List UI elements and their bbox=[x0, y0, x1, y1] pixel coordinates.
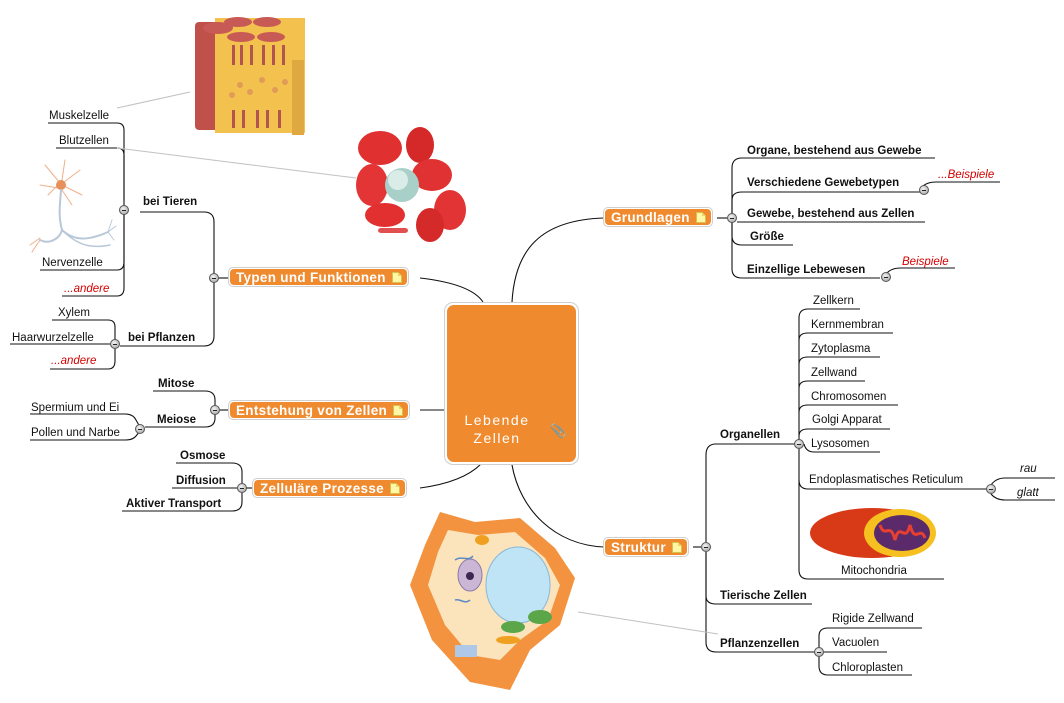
node-groesse[interactable]: Größe bbox=[750, 231, 784, 243]
collapse-organellen-button[interactable] bbox=[794, 439, 804, 449]
collapse-grundlagen-button[interactable] bbox=[727, 213, 737, 223]
note-icon[interactable] bbox=[391, 271, 402, 283]
link-beispiele-gewebetypen[interactable]: ...Beispiele bbox=[938, 169, 995, 181]
plant-cell-illustration bbox=[410, 512, 575, 690]
node-lysosomen[interactable]: Lysosomen bbox=[811, 438, 870, 450]
node-spermium-und-ei[interactable]: Spermium und Ei bbox=[31, 402, 120, 414]
node-muskelzelle[interactable]: Muskelzelle bbox=[49, 110, 110, 122]
connector-central-typen bbox=[419, 277, 484, 303]
node-kernmembran[interactable]: Kernmembran bbox=[811, 319, 884, 331]
central-topic-title: Lebende Zellen bbox=[464, 412, 530, 446]
node-xylem[interactable]: Xylem bbox=[58, 307, 90, 319]
node-diffusion[interactable]: Diffusion bbox=[176, 475, 226, 487]
topic-struktur[interactable]: Struktur bbox=[603, 537, 689, 557]
node-er-glatt[interactable]: glatt bbox=[1017, 487, 1039, 499]
collapse-meiose-button[interactable] bbox=[135, 424, 145, 434]
node-blutzellen[interactable]: Blutzellen bbox=[59, 135, 109, 147]
note-icon[interactable] bbox=[695, 211, 706, 223]
collapse-einzellige-button[interactable] bbox=[881, 272, 891, 282]
collapse-bei-pflanzen-button[interactable] bbox=[110, 339, 120, 349]
node-rigide-zellwand[interactable]: Rigide Zellwand bbox=[832, 613, 914, 625]
topic-entstehung-von-zellen[interactable]: Entstehung von Zellen bbox=[228, 400, 411, 420]
node-mitochondria[interactable]: Mitochondria bbox=[841, 565, 907, 577]
image-link-blood bbox=[116, 147, 357, 179]
node-bei-pflanzen[interactable]: bei Pflanzen bbox=[128, 332, 196, 344]
mitochondria-illustration bbox=[810, 508, 936, 558]
topic-label: Struktur bbox=[611, 539, 666, 555]
collapse-pflanzenzellen-button[interactable] bbox=[814, 647, 824, 657]
collapse-bei-tieren-button[interactable] bbox=[119, 205, 129, 215]
node-chromosomen[interactable]: Chromosomen bbox=[811, 391, 887, 403]
node-endoplasmatisches-reticulum[interactable]: Endoplasmatisches Reticulum bbox=[809, 474, 964, 486]
image-link-plant bbox=[577, 611, 719, 635]
node-gewebe[interactable]: Gewebe, bestehend aus Zellen bbox=[747, 208, 915, 220]
node-einzellige[interactable]: Einzellige Lebewesen bbox=[747, 264, 866, 276]
note-icon[interactable] bbox=[393, 404, 404, 416]
image-link-muscle bbox=[116, 91, 191, 109]
node-pollen-und-narbe[interactable]: Pollen und Narbe bbox=[31, 427, 120, 439]
link-andere-pflanzen[interactable]: ...andere bbox=[51, 355, 97, 367]
node-mitose[interactable]: Mitose bbox=[158, 378, 195, 390]
connector-central-struktur bbox=[511, 464, 605, 548]
node-tierische-zellen[interactable]: Tierische Zellen bbox=[720, 590, 807, 602]
topic-label: Zelluläre Prozesse bbox=[260, 480, 384, 496]
node-nervenzelle[interactable]: Nervenzelle bbox=[42, 257, 103, 269]
node-vacuolen[interactable]: Vacuolen bbox=[832, 637, 880, 649]
central-topic[interactable]: Lebende Zellen 📎 bbox=[444, 302, 579, 465]
neuron-illustration bbox=[29, 159, 117, 253]
collapse-er-button[interactable] bbox=[986, 484, 996, 494]
topic-grundlagen[interactable]: Grundlagen bbox=[603, 207, 713, 227]
node-osmose[interactable]: Osmose bbox=[180, 450, 226, 462]
topic-label: Typen und Funktionen bbox=[236, 269, 386, 285]
collapse-prozesse-button[interactable] bbox=[237, 483, 247, 493]
collapse-gewebetypen-button[interactable] bbox=[919, 185, 929, 195]
node-zytoplasma[interactable]: Zytoplasma bbox=[811, 343, 871, 355]
collapse-entstehung-button[interactable] bbox=[210, 405, 220, 415]
node-bei-tieren[interactable]: bei Tieren bbox=[143, 196, 198, 208]
muscle-cell-illustration bbox=[195, 17, 305, 135]
node-golgi-apparat[interactable]: Golgi Apparat bbox=[812, 414, 882, 426]
link-beispiele-einzellige[interactable]: Beispiele bbox=[902, 256, 949, 268]
connector-central-prozesse bbox=[419, 463, 482, 489]
note-icon[interactable] bbox=[671, 541, 682, 553]
node-organellen[interactable]: Organellen bbox=[720, 429, 781, 441]
node-zellwand[interactable]: Zellwand bbox=[811, 367, 858, 379]
node-organe[interactable]: Organe, bestehend aus Gewebe bbox=[747, 145, 922, 157]
node-aktiver-transport[interactable]: Aktiver Transport bbox=[126, 498, 222, 510]
node-meiose[interactable]: Meiose bbox=[157, 414, 196, 426]
node-haarwurzelzelle[interactable]: Haarwurzelzelle bbox=[12, 332, 94, 344]
node-chloroplasten[interactable]: Chloroplasten bbox=[832, 662, 903, 674]
node-zellkern[interactable]: Zellkern bbox=[813, 295, 854, 307]
paperclip-icon[interactable]: 📎 bbox=[550, 423, 567, 438]
connector-central-grundlagen bbox=[511, 217, 605, 303]
link-andere-tiere[interactable]: ...andere bbox=[64, 283, 110, 295]
blood-cells-illustration bbox=[356, 127, 466, 242]
topic-label: Entstehung von Zellen bbox=[236, 402, 388, 418]
topic-zellulaere-prozesse[interactable]: Zelluläre Prozesse bbox=[252, 478, 407, 498]
node-er-rau[interactable]: rau bbox=[1020, 463, 1037, 475]
topic-label: Grundlagen bbox=[611, 209, 690, 225]
node-pflanzenzellen[interactable]: Pflanzenzellen bbox=[720, 638, 800, 650]
note-icon[interactable] bbox=[389, 482, 400, 494]
collapse-struktur-button[interactable] bbox=[701, 542, 711, 552]
topic-typen-und-funktionen[interactable]: Typen und Funktionen bbox=[228, 267, 409, 287]
collapse-typen-button[interactable] bbox=[209, 273, 219, 283]
node-gewebetypen[interactable]: Verschiedene Gewebetypen bbox=[747, 177, 900, 189]
